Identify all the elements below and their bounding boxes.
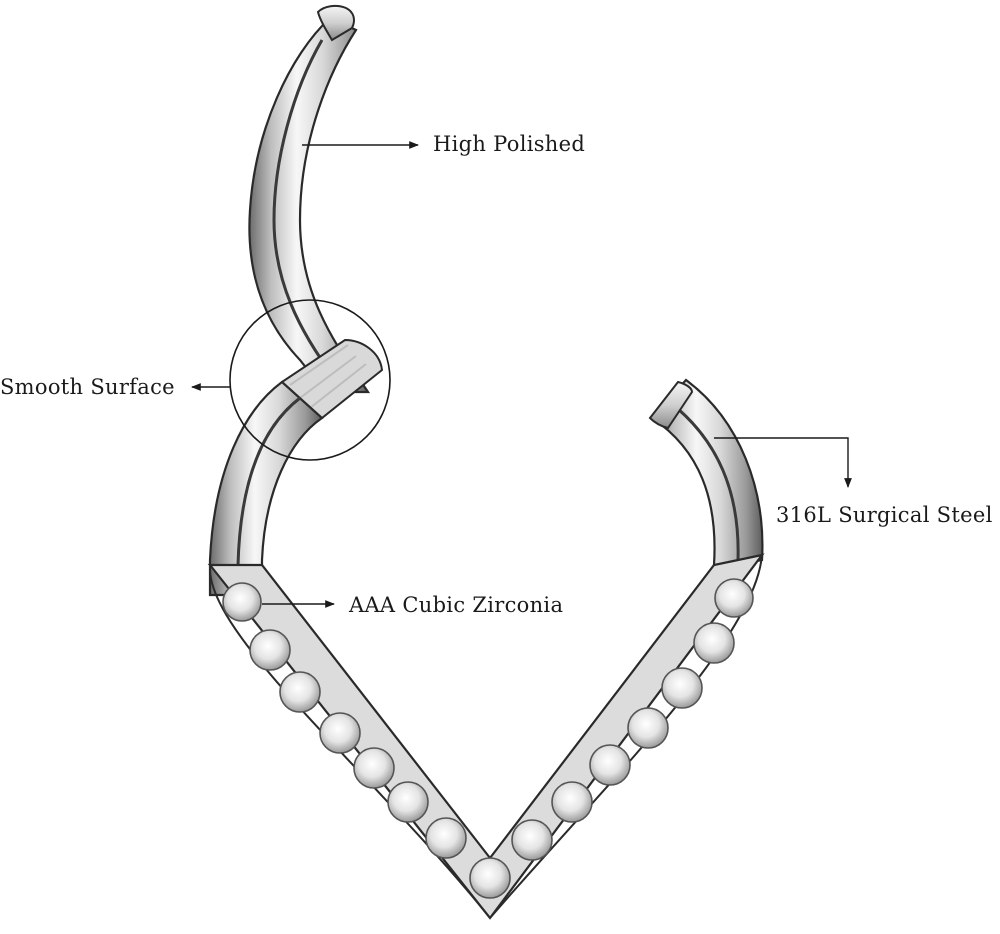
stone: [249, 629, 291, 671]
stone: [222, 582, 262, 622]
smooth-surface-highlight-circle: [229, 299, 391, 461]
stone: [469, 857, 511, 899]
hinge-arc: [248, 4, 371, 394]
stone: [589, 744, 631, 786]
stone: [425, 817, 467, 859]
label-high-polished: High Polished: [433, 132, 586, 156]
label-smooth-surface: Smooth Surface: [0, 375, 175, 399]
label-cubic-zirconia: AAA Cubic Zirconia: [349, 593, 564, 617]
stone: [551, 781, 593, 823]
stone: [714, 578, 754, 618]
stone: [387, 781, 429, 823]
stone: [353, 747, 395, 789]
stone: [693, 622, 735, 664]
surgical-steel-pointer: [714, 437, 852, 488]
stone: [627, 707, 669, 749]
stone: [511, 819, 553, 861]
ring-left-side: [208, 380, 324, 597]
stones-right: [511, 578, 754, 861]
hinge-joint: [280, 338, 384, 420]
ring-right-side: [648, 378, 764, 572]
label-surgical-steel: 316L Surgical Steel: [776, 503, 993, 527]
stone: [319, 712, 361, 754]
stone: [661, 667, 703, 709]
stones-left: [222, 582, 511, 899]
stone: [279, 671, 321, 713]
